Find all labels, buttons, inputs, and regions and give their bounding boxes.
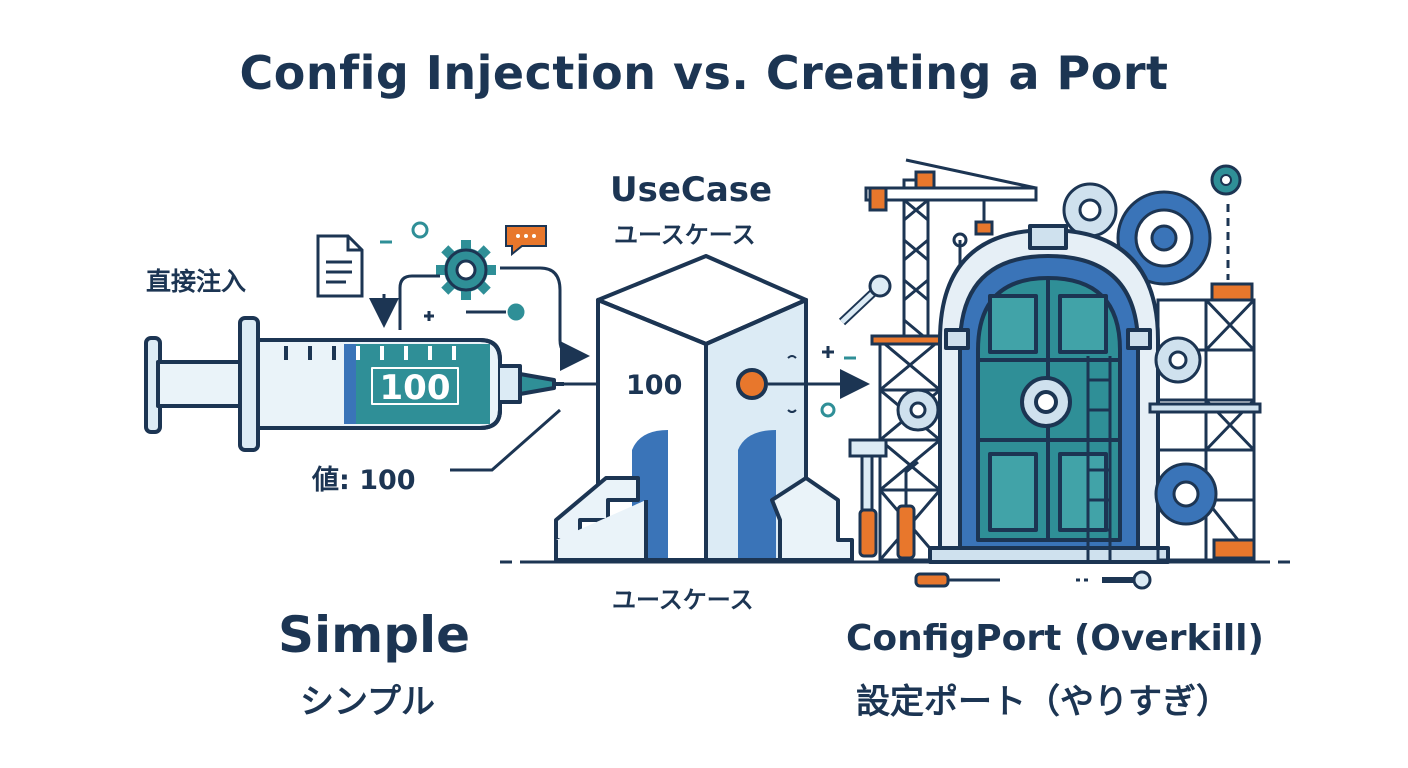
hammer-icon	[848, 438, 888, 558]
syringe-icon	[144, 316, 564, 452]
simple-label-ja: シンプル	[300, 682, 435, 722]
screwdriver-icon	[896, 460, 919, 560]
direct-injection-label: 直接注入	[146, 267, 247, 296]
usecase-block	[554, 254, 854, 562]
gear-icon	[436, 240, 496, 300]
value-label: 値: 100	[312, 465, 416, 496]
syringe-value: 100	[380, 368, 451, 408]
usecase-label-en: UseCase	[610, 170, 773, 210]
ladder-icon	[1086, 356, 1112, 560]
document-icon	[316, 234, 364, 298]
chat-bubble-icon	[505, 225, 547, 257]
usecase-base-label: ユースケース	[612, 586, 754, 614]
configport-label-ja: 設定ポート（やりすぎ）	[856, 682, 1230, 722]
gear-cluster	[1062, 164, 1242, 286]
page-title: Config Injection vs. Creating a Port	[239, 46, 1169, 100]
configport-label-en: ConfigPort (Overkill)	[846, 618, 1264, 659]
usecase-label-ja: ユースケース	[614, 221, 756, 249]
scaffold-right	[896, 282, 1262, 562]
injected-value: 100	[626, 370, 683, 401]
wrench-icon	[838, 274, 892, 326]
tools-floor	[914, 570, 1152, 590]
decor-marks	[380, 221, 856, 418]
simple-label-en: Simple	[278, 606, 471, 664]
arched-door	[928, 224, 1170, 564]
connector-lines	[398, 266, 590, 472]
